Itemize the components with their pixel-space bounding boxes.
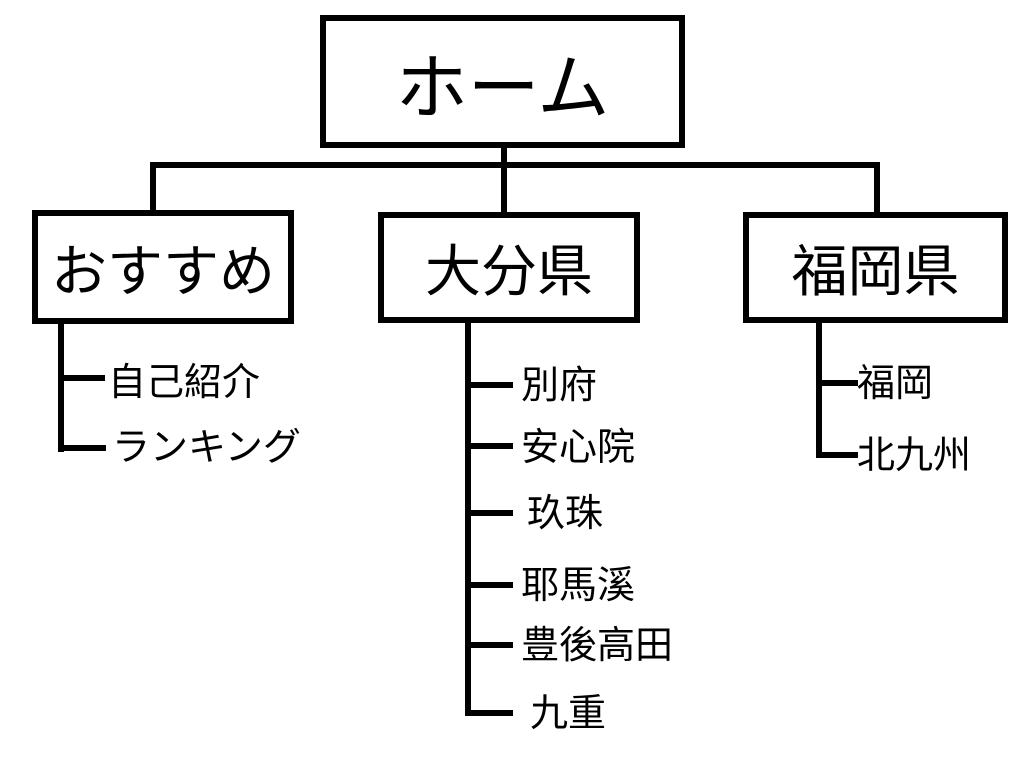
connector-bus-to-fukuoka	[874, 162, 880, 214]
box-home-label: ホーム	[395, 46, 610, 130]
connector-tick-beppu	[465, 382, 513, 388]
leaf-fukuoka-city: 福岡	[857, 361, 934, 405]
box-fukuoka: 福岡県	[743, 212, 1008, 323]
leaf-bungotakada: 豊後高田	[521, 623, 674, 667]
connector-tick-yabakei	[465, 582, 513, 588]
box-fukuoka-label: 福岡県	[791, 240, 960, 305]
leaf-kokonoe: 九重	[530, 691, 607, 735]
connector-tick-ajimu	[465, 443, 513, 449]
connector-tick-jikoshoukai	[58, 375, 105, 381]
leaf-ranking: ランキング	[112, 425, 301, 469]
connector-home-to-oita	[501, 146, 507, 214]
connector-oita-spine	[465, 322, 471, 716]
leaf-kitakyushu: 北九州	[857, 433, 972, 477]
connector-tick-kitakyushu	[816, 452, 858, 458]
connector-tick-kusu	[465, 510, 513, 516]
connector-fukuoka-spine	[816, 322, 822, 458]
leaf-ajimu: 安心院	[521, 425, 636, 469]
leaf-beppu: 別府	[521, 363, 598, 407]
connector-tick-ranking	[58, 445, 106, 451]
box-oita-label: 大分県	[425, 240, 593, 305]
leaf-jikoshoukai: 自己紹介	[108, 360, 261, 404]
box-osusume: おすすめ	[32, 210, 294, 324]
connector-osusume-spine	[58, 322, 64, 452]
box-oita: 大分県	[378, 212, 640, 323]
connector-bus-to-osusume	[150, 162, 156, 212]
connector-tick-kokonoe	[465, 710, 513, 716]
connector-bus	[150, 162, 880, 168]
connector-tick-fukuoka-city	[816, 380, 858, 386]
box-osusume-label: おすすめ	[51, 239, 275, 305]
connector-tick-bungotakada	[465, 642, 513, 648]
box-home: ホーム	[320, 15, 685, 148]
leaf-yabakei: 耶馬溪	[521, 563, 636, 607]
leaf-kusu: 玖珠	[527, 491, 604, 535]
